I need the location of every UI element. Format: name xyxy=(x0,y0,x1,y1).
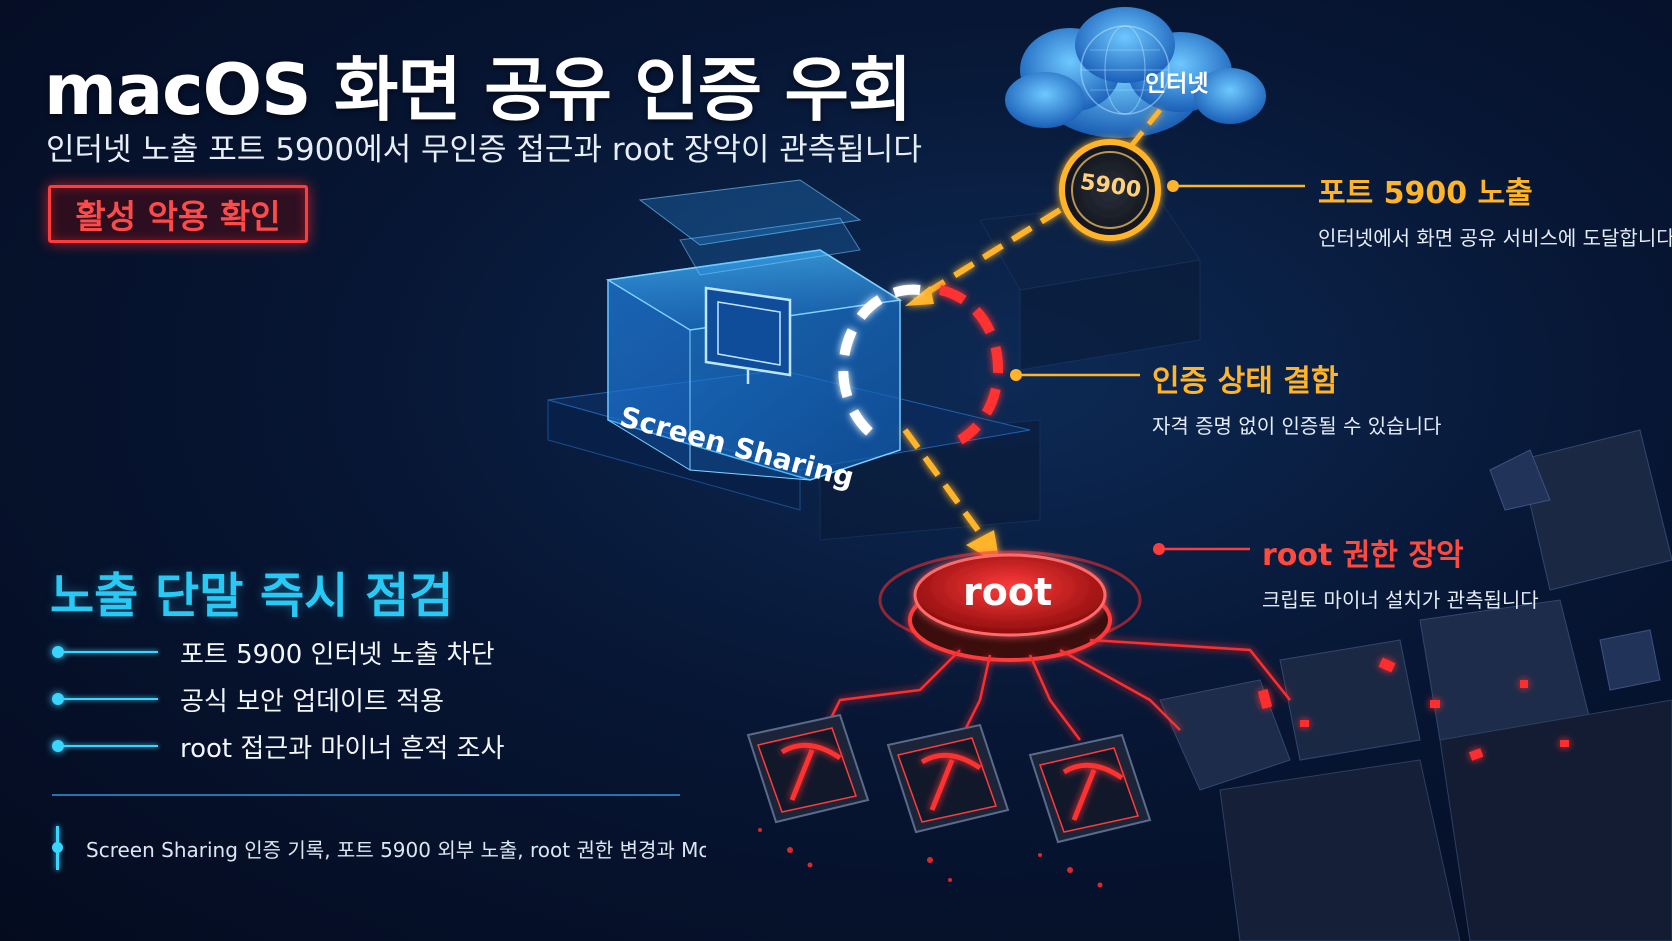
bullet-dot-icon xyxy=(52,740,64,752)
crumbling-blocks xyxy=(1159,429,1672,941)
bullet-dot-icon xyxy=(52,693,64,705)
bullet-line xyxy=(64,698,158,700)
callout-auth-flaw: 인증 상태 결함 자격 증명 없이 인증될 수 있습니다 xyxy=(1152,356,1441,439)
callout-desc: 인터넷에서 화면 공유 서비스에 도달합니다 xyxy=(1318,226,1672,250)
bullet-line xyxy=(64,651,158,653)
checklist-item-text: 포트 5900 인터넷 노출 차단 xyxy=(180,639,495,670)
circuit-lines xyxy=(818,638,1291,741)
bullet-line xyxy=(64,745,158,747)
checklist-item: root 접근과 마이너 흔적 조사 xyxy=(52,726,504,766)
callout-connectors xyxy=(1010,180,1305,555)
bullet-dot-icon xyxy=(52,646,64,658)
auth-state-ring xyxy=(838,284,1004,445)
footer-note: Screen Sharing 인증 기록, 포트 5900 외부 노출, roo… xyxy=(86,838,706,862)
chip-icon xyxy=(886,723,1010,834)
chip-icon xyxy=(746,713,870,824)
checklist-item: 공식 보안 업데이트 적용 xyxy=(52,679,444,719)
pickaxe-icon xyxy=(920,752,982,811)
checklist-item-text: root 접근과 마이너 흔적 조사 xyxy=(180,733,505,764)
monitor-icon xyxy=(704,286,792,384)
root-node xyxy=(878,550,1142,662)
pickaxe-icon xyxy=(1062,762,1124,821)
page-title: macOS 화면 공유 인증 우회 xyxy=(44,49,912,131)
section-divider xyxy=(52,794,680,796)
note-dot-icon xyxy=(52,842,63,853)
callout-desc: 자격 증명 없이 인증될 수 있습니다 xyxy=(1152,414,1442,438)
checklist-title: 노출 단말 즉시 점검 xyxy=(50,568,454,624)
chip-icon xyxy=(1028,733,1152,844)
miner-chips xyxy=(746,713,1152,888)
cloud-globe-icon xyxy=(1005,7,1266,138)
callout-port-exposure: 포트 5900 노출 인터넷에서 화면 공유 서비스에 도달합니다 xyxy=(1318,168,1672,251)
callout-title: 포트 5900 노출 xyxy=(1318,176,1533,211)
callout-title: 인증 상태 결함 xyxy=(1152,364,1339,399)
cloud-label: 인터넷 xyxy=(1145,71,1209,97)
port-5900-icon xyxy=(1059,139,1161,241)
screen-sharing-server xyxy=(547,179,1031,511)
page-subtitle: 인터넷 노출 포트 5900에서 무인증 접근과 root 장악이 관측됩니다 xyxy=(46,132,922,168)
checklist-item: 포트 5900 인터넷 노출 차단 xyxy=(52,632,495,672)
exposure-arrow xyxy=(905,108,1162,306)
checklist-item-text: 공식 보안 업데이트 적용 xyxy=(180,686,444,717)
root-label: root xyxy=(963,570,1053,614)
callout-root-takeover: root 권한 장악 크립토 마이너 설치가 관측됩니다 xyxy=(1262,530,1539,613)
pickaxe-icon xyxy=(780,742,842,801)
active-exploit-badge: 활성 악용 확인 xyxy=(48,185,308,243)
callout-desc: 크립토 마이너 설치가 관측됩니다 xyxy=(1262,588,1539,612)
callout-title: root 권한 장악 xyxy=(1262,538,1464,573)
